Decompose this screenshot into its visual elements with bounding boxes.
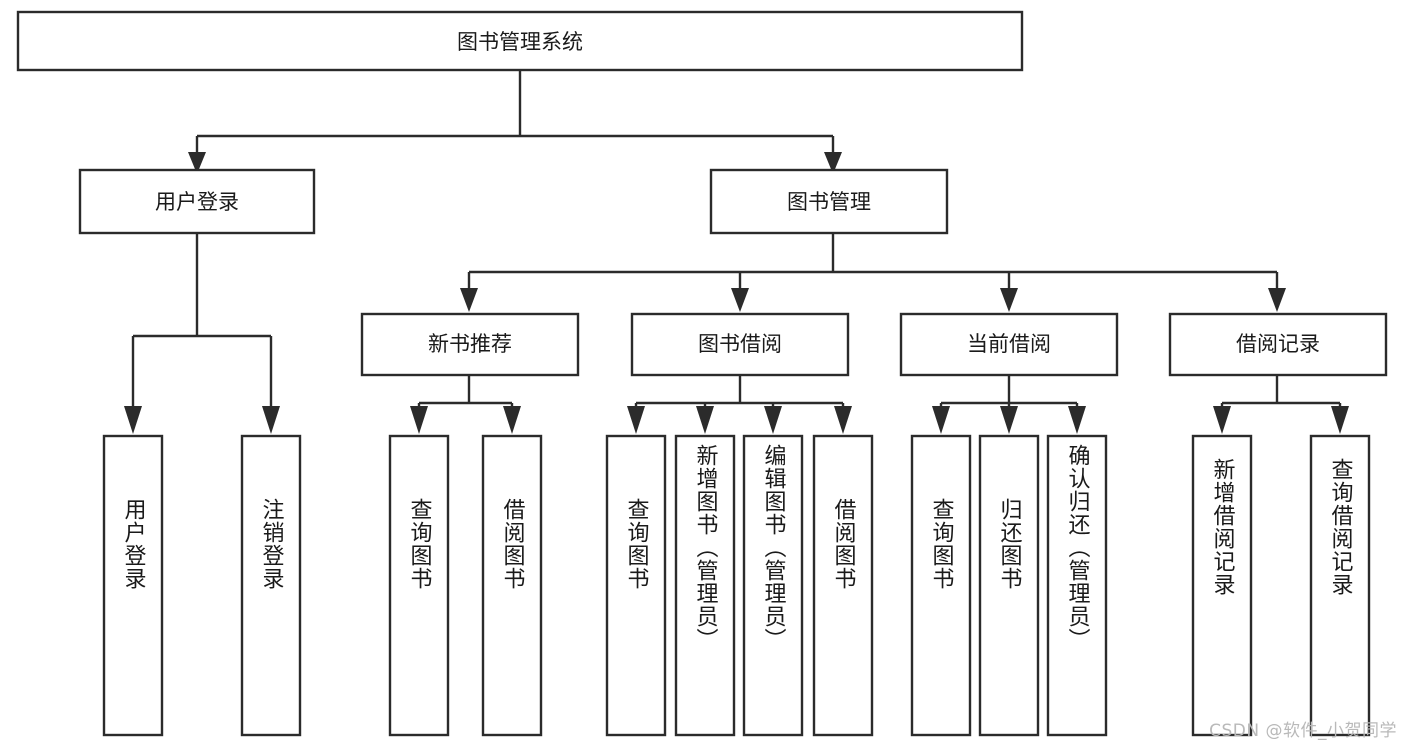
node-borrow-record-label: 借阅记录 — [1236, 332, 1320, 356]
leaf-query-book-1-box[interactable] — [388, 434, 450, 737]
arrowhead-leaf-edit-book-admin — [764, 406, 782, 434]
leaf-confirm-return-admin-box[interactable] — [1046, 434, 1108, 737]
leaf-user-login-box[interactable] — [102, 434, 164, 737]
connector-layer — [124, 70, 1349, 434]
node-book-mgmt-label: 图书管理 — [787, 190, 871, 214]
node-current-borrow-box[interactable] — [899, 312, 1119, 377]
arrowhead-user-login — [188, 152, 206, 174]
arrowhead-leaf-add-record — [1213, 406, 1231, 434]
arrowhead-leaf-query-book-2 — [627, 406, 645, 434]
node-book-borrow-box[interactable] — [630, 312, 850, 377]
node-user-login-box[interactable] — [78, 168, 316, 235]
leaf-add-record-box[interactable] — [1191, 434, 1253, 737]
node-new-book-rec[interactable]: 新书推荐 — [360, 312, 580, 377]
arrowhead-leaf-confirm-return — [1068, 406, 1086, 434]
leaf-borrow-book-2-box[interactable] — [812, 434, 874, 737]
arrowhead-leaf-query-book-1 — [410, 406, 428, 434]
leaf-borrow-book-1-box[interactable] — [481, 434, 543, 737]
node-root-label: 图书管理系统 — [457, 30, 583, 54]
arrowhead-leaf-return-book — [1000, 406, 1018, 434]
node-layer: 图书管理系统 用户登录 图书管理 新书推荐 图书借阅 — [16, 10, 1388, 737]
node-book-borrow-label: 图书借阅 — [698, 332, 782, 356]
arrowhead-borrow-record — [1268, 288, 1286, 312]
arrowhead-leaf-borrow-book-1 — [503, 406, 521, 434]
arrowhead-leaf-query-record — [1331, 406, 1349, 434]
arrowhead-new-book-rec — [460, 288, 478, 312]
arrowhead-leaf-logout-login — [262, 406, 280, 434]
arrowhead-leaf-query-book-3 — [932, 406, 950, 434]
node-new-book-rec-box[interactable] — [360, 312, 580, 377]
leaf-return-book-box[interactable] — [978, 434, 1040, 737]
node-book-borrow[interactable]: 图书借阅 — [630, 312, 850, 377]
node-root[interactable]: 图书管理系统 — [16, 10, 1024, 72]
arrowhead-leaf-borrow-book-2 — [834, 406, 852, 434]
node-current-borrow-label: 当前借阅 — [967, 332, 1051, 356]
node-root-box[interactable] — [16, 10, 1024, 72]
leaf-add-book-admin-box[interactable] — [674, 434, 736, 737]
node-book-mgmt-box[interactable] — [709, 168, 949, 235]
watermark-text: CSDN @软件_小贺同学 — [1209, 721, 1397, 741]
leaf-edit-book-admin-box[interactable] — [742, 434, 804, 737]
arrowhead-current-borrow — [1000, 288, 1018, 312]
arrowhead-book-mgmt — [824, 152, 842, 174]
node-borrow-record-box[interactable] — [1168, 312, 1388, 377]
node-book-mgmt[interactable]: 图书管理 — [709, 168, 949, 235]
leaf-query-book-2-box[interactable] — [605, 434, 667, 737]
leaf-logout-login-box[interactable] — [240, 434, 302, 737]
leaf-query-book-3-box[interactable] — [910, 434, 972, 737]
arrowhead-leaf-user-login — [124, 406, 142, 434]
node-new-book-rec-label: 新书推荐 — [428, 332, 512, 356]
node-current-borrow[interactable]: 当前借阅 — [899, 312, 1119, 377]
arrowhead-leaf-add-book-admin — [696, 406, 714, 434]
leaf-query-record-box[interactable] — [1309, 434, 1371, 737]
node-user-login[interactable]: 用户登录 — [78, 168, 316, 235]
arrowhead-book-borrow — [731, 288, 749, 312]
node-user-login-label: 用户登录 — [155, 190, 239, 214]
node-borrow-record[interactable]: 借阅记录 — [1168, 312, 1388, 377]
